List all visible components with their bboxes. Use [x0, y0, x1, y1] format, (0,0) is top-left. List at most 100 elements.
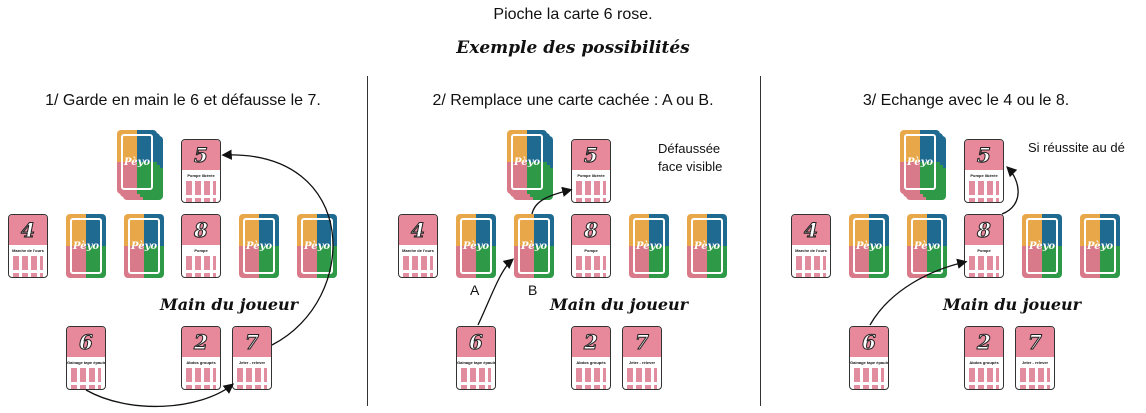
draw-pile[interactable]: Pèyo — [117, 130, 157, 194]
panel-heading: 2/ Remplace une carte cachée : A ou B. — [432, 92, 714, 109]
hand-label: Main du joueur — [160, 295, 299, 314]
card-number: 7 — [623, 327, 661, 357]
exercise-figure — [576, 181, 606, 195]
hand-label: Main du joueur — [550, 295, 689, 314]
card-back[interactable]: Pèyo — [907, 214, 947, 278]
card-label: Jeter - relever — [628, 360, 656, 365]
draw-pile[interactable]: Pèyo — [900, 130, 940, 194]
card-label: Jeter - relever — [1021, 360, 1049, 365]
card-label: Marche de l'ours — [12, 248, 44, 253]
card-number: 5 — [572, 140, 610, 170]
card-label: Gainage tape épaule — [850, 360, 888, 365]
card-label: Marche de l'ours — [795, 248, 827, 253]
card-back-logo: Pèyo — [70, 218, 102, 274]
exercise-figure — [576, 256, 606, 270]
exercise-figure — [186, 273, 216, 277]
card-number: 2 — [572, 327, 610, 357]
arrow-6-to-8 — [869, 258, 968, 326]
card-label: Pompe — [977, 248, 991, 253]
card-label: Pompe libérée — [577, 173, 605, 178]
card-back-logo: Pèyo — [511, 134, 543, 190]
exercise-figure — [854, 385, 884, 389]
exercise-figure — [186, 256, 216, 270]
card-number: 2 — [182, 327, 220, 357]
exercise-figure — [1020, 385, 1050, 389]
exercise-figure — [969, 256, 999, 270]
divider — [367, 76, 368, 406]
instruction-title: Pioche la carte 6 rose. — [493, 6, 653, 23]
card-back[interactable]: Pèyo — [1080, 214, 1120, 278]
panel-heading: 3/ Echange avec le 4 ou le 8. — [862, 92, 1070, 109]
card-label: Pompe libérée — [970, 173, 998, 178]
exercise-figure — [186, 181, 216, 195]
discard-note: Si réussite au dé — [1028, 140, 1125, 155]
card-back[interactable]: Pèyo — [456, 214, 496, 278]
exercise-figure — [71, 385, 101, 389]
exercise-figure — [796, 256, 826, 270]
discard-note: Défaussée face visible — [658, 141, 723, 174]
card-back[interactable]: Pèyo — [1022, 214, 1062, 278]
card-label: Pompe — [194, 248, 208, 253]
arrow-6-to-hand — [85, 383, 235, 408]
card-label: Abdos groupés — [576, 360, 606, 365]
card-back[interactable]: Pèyo — [124, 214, 164, 278]
exercise-figure — [969, 368, 999, 382]
card-back[interactable]: Pèyo — [687, 214, 727, 278]
card-number: 5 — [965, 140, 1003, 170]
card-back-logo: Pèyo — [904, 134, 936, 190]
card-number: 8 — [572, 215, 610, 245]
exercise-figure — [854, 368, 884, 382]
exercise-figure — [969, 198, 999, 202]
slot-label-a: A — [470, 282, 480, 298]
exercise-figure — [1020, 368, 1050, 382]
card-back-logo: Pèyo — [633, 218, 665, 274]
exercise-figure — [969, 273, 999, 277]
card-number: 8 — [965, 215, 1003, 245]
card-back[interactable]: Pèyo — [629, 214, 669, 278]
arrow-8-to-discard — [1001, 166, 1019, 215]
card-back[interactable]: Pèyo — [514, 214, 554, 278]
card-back[interactable]: Pèyo — [849, 214, 889, 278]
card-number: 8 — [182, 215, 220, 245]
card-back[interactable]: Pèyo — [239, 214, 279, 278]
card-back-logo: Pèyo — [911, 218, 943, 274]
exercise-figure — [403, 256, 433, 270]
card-back-logo: Pèyo — [691, 218, 723, 274]
hand-label: Main du joueur — [943, 295, 1082, 314]
exercise-figure — [186, 368, 216, 382]
draw-pile[interactable]: Pèyo — [507, 130, 547, 194]
card-back[interactable]: Pèyo — [297, 214, 337, 278]
exercise-figure — [13, 273, 43, 277]
card-number: 4 — [9, 215, 47, 245]
exercise-figure — [796, 273, 826, 277]
exercise-figure — [237, 368, 267, 382]
panel-heading: 1/ Garde en main le 6 et défausse le 7. — [45, 92, 321, 109]
card-label: Pompe — [584, 248, 598, 253]
exercise-figure — [461, 368, 491, 382]
card-back-logo: Pèyo — [460, 218, 492, 274]
card-back[interactable]: Pèyo — [66, 214, 106, 278]
card-label: Pompe libérée — [187, 173, 215, 178]
exercise-figure — [576, 368, 606, 382]
card-label: Marche de l'ours — [402, 248, 434, 253]
card-label: Gainage tape épaule — [457, 360, 495, 365]
